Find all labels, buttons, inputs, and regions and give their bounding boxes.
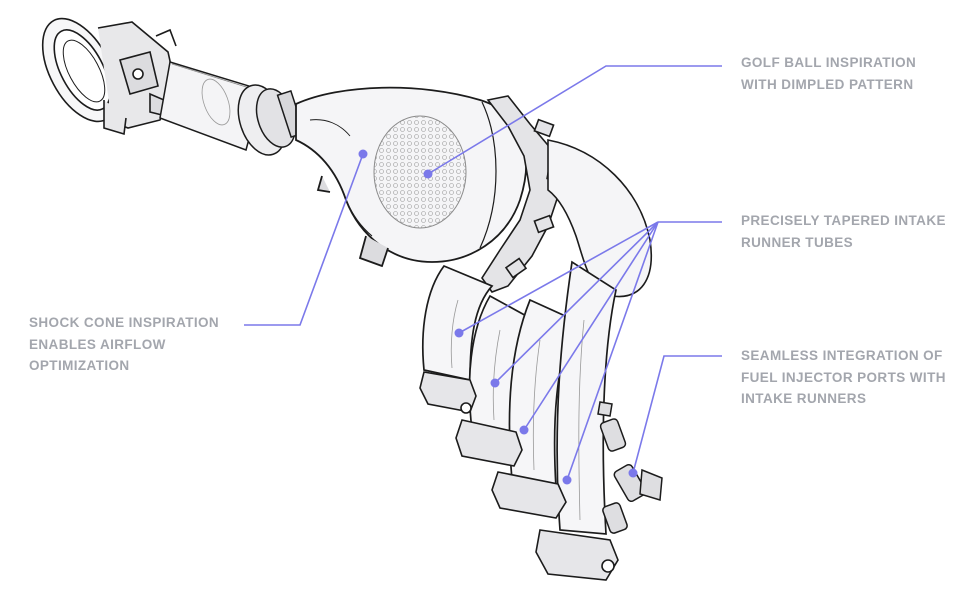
callout-tapered-runners: PRECISELY TAPERED INTAKE RUNNER TUBES [741,210,946,253]
leader-injector [632,355,722,474]
callout-tapered-runners-line1: PRECISELY TAPERED INTAKE [741,213,946,228]
runner-flanges [419,371,619,581]
callout-injector-ports: SEAMLESS INTEGRATION OF FUEL INJECTOR PO… [741,345,946,410]
rear-plenum-section [547,139,652,298]
dot-injector [628,468,638,478]
callout-injector-ports-line3: INTAKE RUNNERS [741,391,867,406]
leader-tapered-5 [566,221,659,481]
callout-injector-ports-line1: SEAMLESS INTEGRATION OF [741,348,943,363]
callout-golf-ball-line1: GOLF BALL INSPIRATION [741,55,917,70]
callout-golf-ball-line2: WITH DIMPLED PATTERN [741,76,914,92]
leader-tapered-2 [458,221,659,334]
fuel-injectors [597,401,663,534]
callout-leaders [244,65,722,481]
inlet-tube [159,61,306,156]
throttle-body [41,17,177,136]
dot-runner-2 [490,378,500,388]
dot-shock-cone [358,149,368,159]
dot-runner-4 [562,475,572,485]
callout-shock-cone-line2: ENABLES AIRFLOW [29,336,166,352]
leader-golf-ball [427,65,722,175]
plenum-body [295,86,528,268]
callout-golf-ball: GOLF BALL INSPIRATION WITH DIMPLED PATTE… [741,52,916,95]
callout-injector-ports-line2: FUEL INJECTOR PORTS WITH [741,369,946,385]
dot-runner-1 [454,328,464,338]
callout-dots [358,149,638,485]
callout-tapered-runners-line2: RUNNER TUBES [741,234,854,250]
dot-golf-ball [423,169,433,179]
leader-tapered-3 [494,221,659,384]
dot-runner-3 [519,425,529,435]
callout-shock-cone-line3: OPTIMIZATION [29,358,130,373]
callout-shock-cone-line1: SHOCK CONE INSPIRATION [29,315,220,330]
leader-tapered-4 [523,221,659,431]
leader-shock-cone [244,153,364,326]
callout-shock-cone: SHOCK CONE INSPIRATION ENABLES AIRFLOW O… [29,312,219,377]
